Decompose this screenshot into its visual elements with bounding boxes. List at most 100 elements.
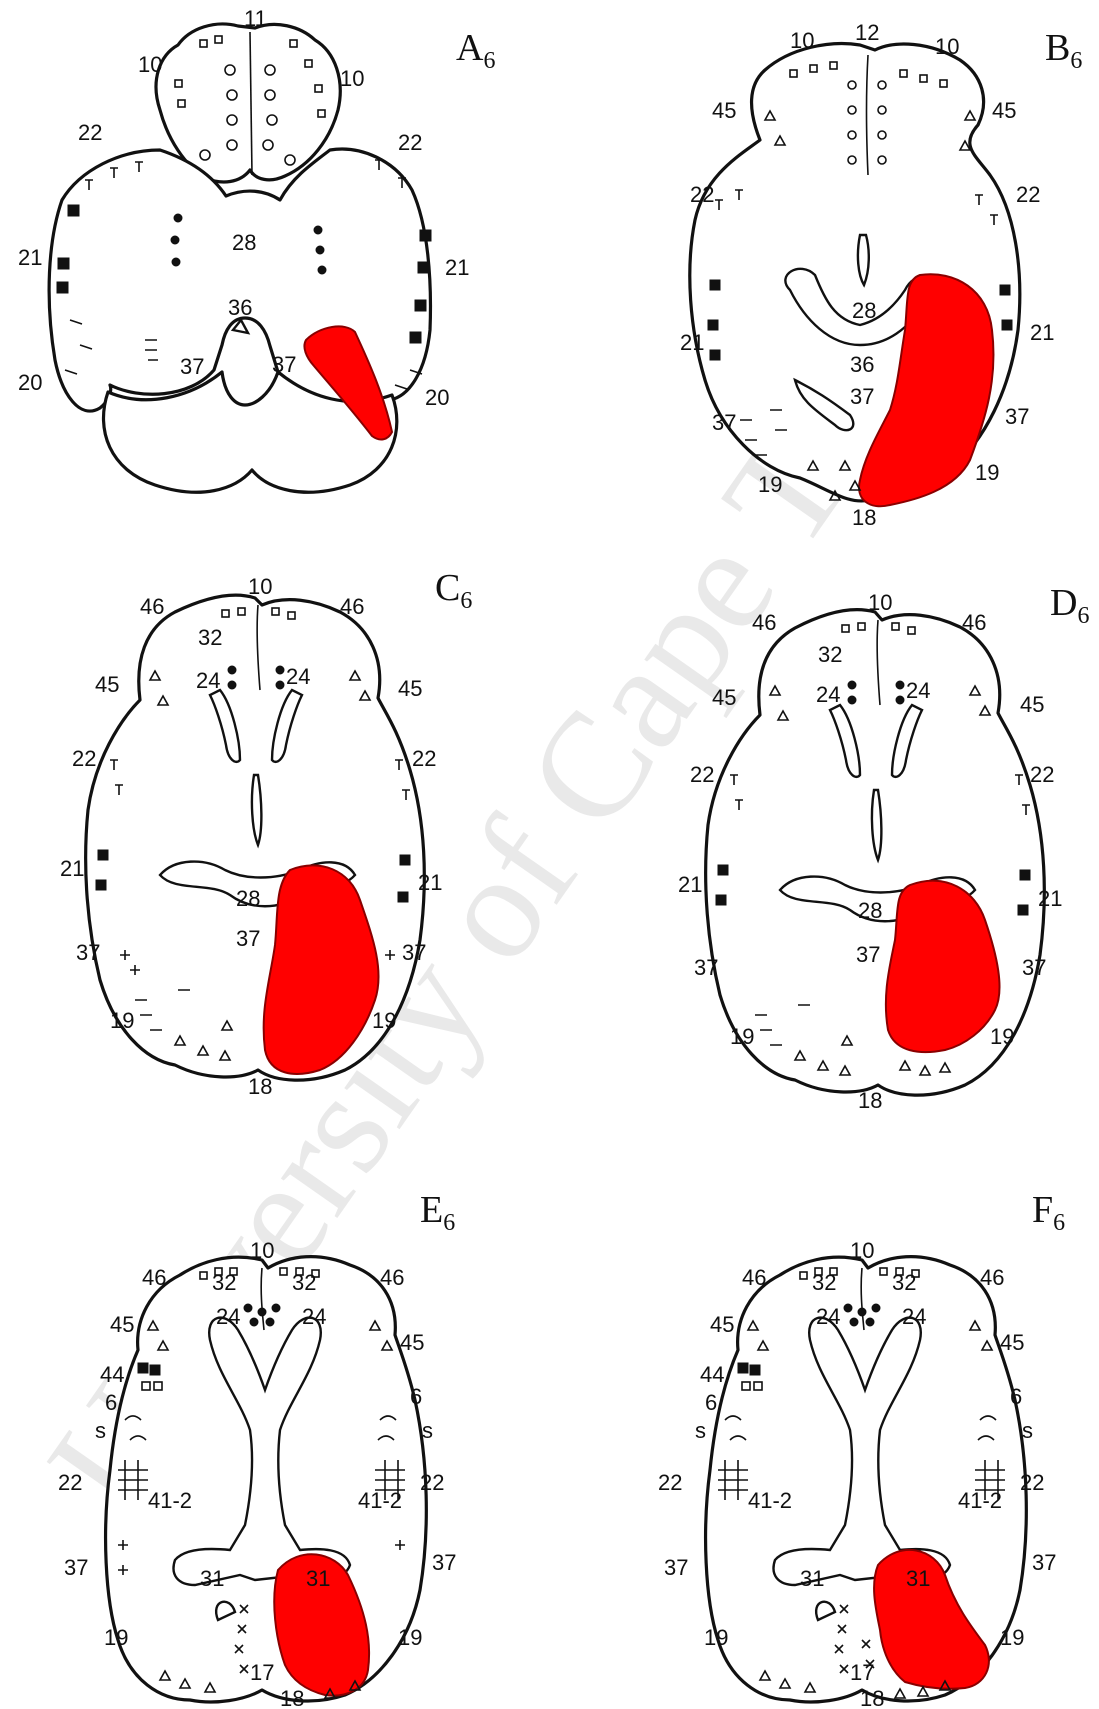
panel-c-label-5: 24 <box>196 668 220 693</box>
panel-b-label-2: 10 <box>935 34 959 59</box>
panel-f-title: F6 <box>1032 1189 1065 1236</box>
panel-a-label-9: 20 <box>18 370 42 395</box>
panel-e-label-8: 24 <box>302 1304 326 1329</box>
panel-d-label-6: 24 <box>906 678 930 703</box>
panel-e-label-6: 45 <box>400 1330 424 1355</box>
panel-f-label-22: 19 <box>704 1625 728 1650</box>
panel-d-label-3: 32 <box>818 642 842 667</box>
panel-c-label-13: 37 <box>76 940 100 965</box>
panel-f-label-8: 24 <box>902 1304 926 1329</box>
panel-e-label-11: 6 <box>410 1384 422 1409</box>
panel-d-label-17: 19 <box>990 1024 1014 1049</box>
panel-c-label-6: 24 <box>286 664 310 689</box>
panel-f-label-13: s <box>1022 1418 1033 1443</box>
panel-c-label-11: 21 <box>60 856 84 881</box>
panel-a-label-10: 37 <box>180 354 204 379</box>
panel-b-label-3: 45 <box>712 98 736 123</box>
panel-f-label-9: 44 <box>700 1362 724 1387</box>
panel-a-label-3: 22 <box>78 120 102 145</box>
panel-f-label-18: 37 <box>664 1555 688 1580</box>
panel-b-label-5: 22 <box>690 182 714 207</box>
panel-e-label-0: 10 <box>250 1238 274 1263</box>
panel-e-label-17: 22 <box>420 1470 444 1495</box>
panel-c-label-2: 46 <box>340 594 364 619</box>
panel-f: 10 46 46 32 32 45 45 24 24 44 6 6 s s 22… <box>658 1189 1065 1709</box>
panel-c-label-17: 19 <box>372 1008 396 1033</box>
panel-d-label-18: 18 <box>858 1088 882 1113</box>
panel-a-title: A6 <box>456 27 495 74</box>
panel-e-label-25: 18 <box>280 1686 304 1709</box>
panel-c-label-12: 21 <box>418 870 442 895</box>
panel-a-label-5: 28 <box>232 230 256 255</box>
panel-c-label-4: 45 <box>95 672 119 697</box>
panel-f-label-17: 22 <box>1020 1470 1044 1495</box>
panel-f-label-7: 24 <box>816 1304 840 1329</box>
panel-f-label-6: 45 <box>1000 1330 1024 1355</box>
panel-d-title: D6 <box>1050 582 1089 629</box>
panel-b-label-8: 21 <box>680 330 704 355</box>
panel-b-label-6: 22 <box>1016 182 1040 207</box>
panel-d-label-13: 37 <box>694 955 718 980</box>
panel-f-label-2: 46 <box>980 1265 1004 1290</box>
panel-a: 11 10 10 22 22 28 21 21 36 20 37 37 20 A… <box>18 6 495 492</box>
panel-f-label-21: 31 <box>906 1566 930 1591</box>
panel-b-label-0: 10 <box>790 28 814 53</box>
panel-d-label-2: 46 <box>962 610 986 635</box>
panel-d-label-1: 46 <box>752 610 776 635</box>
panel-c-label-7: 45 <box>398 676 422 701</box>
panel-c-label-18: 18 <box>248 1074 272 1099</box>
panel-b-label-7: 28 <box>852 298 876 323</box>
panel-e-label-13: s <box>422 1418 433 1443</box>
panel-e-label-22: 19 <box>104 1625 128 1650</box>
panel-a-label-6: 21 <box>18 245 42 270</box>
panel-f-label-11: 6 <box>1010 1384 1022 1409</box>
panel-f-label-10: 6 <box>705 1390 717 1415</box>
panel-f-label-19: 37 <box>1032 1550 1056 1575</box>
panel-f-label-15: 41-2 <box>748 1488 792 1513</box>
panel-e-label-23: 19 <box>398 1625 422 1650</box>
panel-e-label-5: 45 <box>110 1312 134 1337</box>
panel-a-label-8: 36 <box>228 295 252 320</box>
panel-e-label-19: 37 <box>432 1550 456 1575</box>
panel-d-label-5: 24 <box>816 682 840 707</box>
panel-c-label-10: 28 <box>236 886 260 911</box>
panel-e-label-15: 41-2 <box>148 1488 192 1513</box>
panel-b-label-11: 37 <box>850 384 874 409</box>
panel-e-title: E6 <box>420 1189 455 1236</box>
panel-a-label-2: 10 <box>340 66 364 91</box>
panel-e-label-3: 32 <box>212 1270 236 1295</box>
panel-b-label-12: 37 <box>712 410 736 435</box>
panel-e-label-12: s <box>95 1418 106 1443</box>
panel-b-label-10: 36 <box>850 352 874 377</box>
panel-d-label-0: 10 <box>868 590 892 615</box>
panel-b-label-4: 45 <box>992 98 1016 123</box>
panel-e-label-10: 6 <box>105 1390 117 1415</box>
panel-e: 10 46 46 32 32 45 45 24 24 44 6 6 s s 22… <box>58 1189 456 1709</box>
panel-e-label-7: 24 <box>216 1304 240 1329</box>
panel-c-label-9: 22 <box>412 746 436 771</box>
panel-c-label-3: 32 <box>198 625 222 650</box>
panel-f-label-5: 45 <box>710 1312 734 1337</box>
panel-c-label-15: 37 <box>402 940 426 965</box>
panel-f-label-12: s <box>695 1418 706 1443</box>
panel-e-label-2: 46 <box>380 1265 404 1290</box>
panel-d-label-10: 28 <box>858 898 882 923</box>
panel-f-label-25: 18 <box>860 1686 884 1709</box>
panel-e-label-20: 31 <box>200 1566 224 1591</box>
panel-c-label-8: 22 <box>72 746 96 771</box>
panel-a-label-1: 10 <box>138 52 162 77</box>
panel-e-label-18: 37 <box>64 1555 88 1580</box>
panel-d-label-8: 22 <box>690 762 714 787</box>
panel-d-label-7: 45 <box>1020 692 1044 717</box>
panel-c-label-14: 37 <box>236 926 260 951</box>
panel-f-label-23: 19 <box>1000 1625 1024 1650</box>
panel-c-label-1: 46 <box>140 594 164 619</box>
panel-d-label-4: 45 <box>712 685 736 710</box>
panel-e-label-24: 17 <box>250 1660 274 1685</box>
panel-b-label-16: 18 <box>852 505 876 530</box>
panel-c-label-0: 10 <box>248 574 272 599</box>
panel-a-label-11: 37 <box>272 352 296 377</box>
panel-e-label-9: 44 <box>100 1362 124 1387</box>
panel-a-label-12: 20 <box>425 385 449 410</box>
